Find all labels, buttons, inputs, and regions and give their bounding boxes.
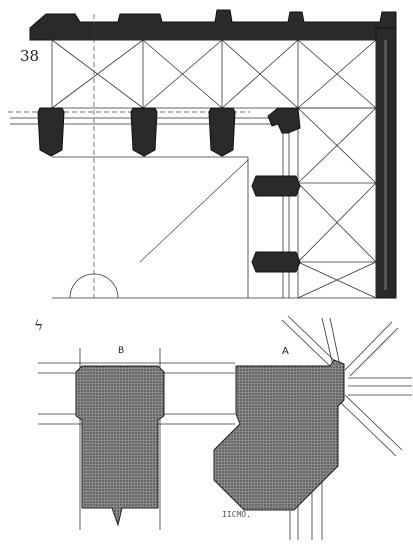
pier-6 [251,251,301,273]
figure-number: 38 [20,47,40,65]
pier-1 [37,107,65,157]
pier-row [37,107,301,273]
top-wall [29,9,397,41]
axis-lines [8,14,250,298]
detail-a-pier [213,359,345,511]
pier-5 [251,175,301,197]
right-wall [375,27,397,299]
detail-view [38,315,412,540]
vault-grid [51,39,377,299]
pier-corner [267,107,301,134]
detail-label-b: B [118,346,125,356]
nave-bay [52,156,376,299]
engraver-mark: IICMO. [222,510,251,519]
plan-view [8,9,397,299]
detail-label-a: A [282,346,289,357]
small-mark: ϟ [34,318,44,334]
detail-b-pier [75,365,165,527]
pier-3 [208,107,236,157]
pier-2 [130,107,158,157]
